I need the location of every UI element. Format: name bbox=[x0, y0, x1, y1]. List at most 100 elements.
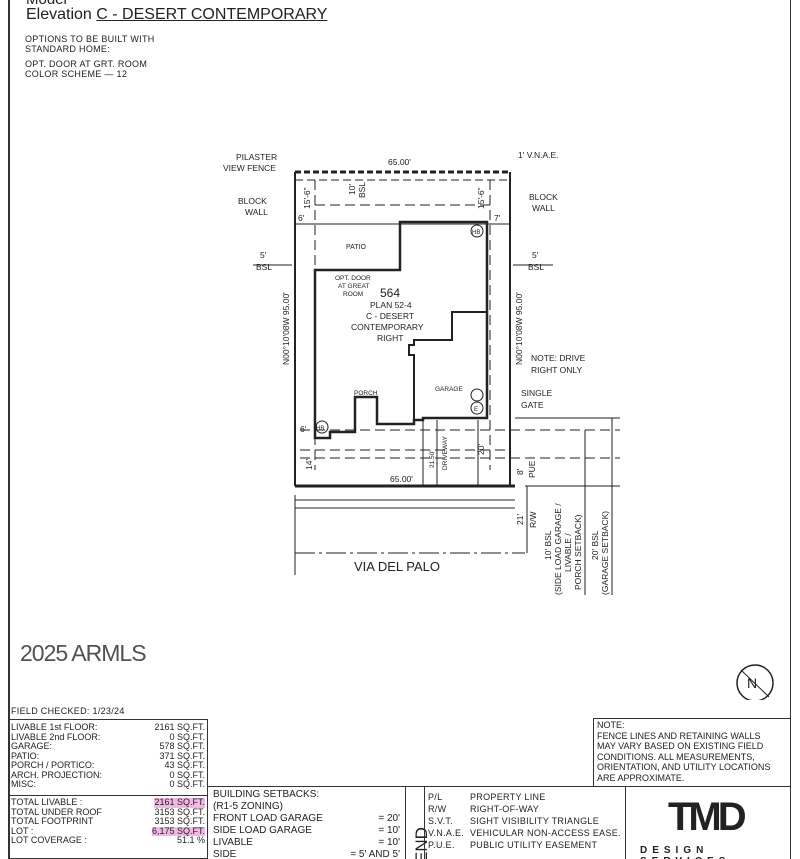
right-border bbox=[790, 0, 791, 720]
pilaster-label: PILASTER bbox=[236, 152, 277, 162]
legend-abbr: S.V.T. bbox=[428, 816, 453, 826]
row-label: TOTAL UNDER ROOF bbox=[11, 806, 102, 817]
plan-label: SINGLE bbox=[521, 388, 553, 398]
setback-row: FRONT LOAD GARAGE= 20' bbox=[213, 813, 400, 825]
plan-label: 15'-6" bbox=[302, 187, 312, 209]
options-heading: OPTIONS TO BE BUILT WITH STANDARD HOME: … bbox=[25, 34, 155, 79]
hose-bib-icon bbox=[470, 224, 484, 238]
legend-item: V.N.A.E. VEHICULAR NON-ACCESS EASE. bbox=[428, 827, 621, 839]
block-wall-label: BLOCK bbox=[238, 196, 267, 206]
plan-label: AT GREAT bbox=[338, 283, 369, 290]
area-row: MISC:0 SQ.FT. bbox=[11, 779, 205, 790]
setback-label: LIVABLE bbox=[213, 837, 253, 848]
legend-abbr: R/W bbox=[428, 804, 447, 814]
row-value: 0 SQ.FT. bbox=[169, 769, 205, 780]
legend-abbr: P.U.E. bbox=[428, 840, 455, 850]
setback-value: = 20' bbox=[378, 813, 400, 824]
top-width: 65.00' bbox=[388, 157, 411, 167]
totals-table: TOTAL LIVABLE :2161 SQ.FT.TOTAL UNDER RO… bbox=[8, 795, 208, 859]
row-label: LIVABLE 2nd FLOOR: bbox=[11, 731, 101, 742]
drive-note: NOTE: DRIVE bbox=[531, 353, 586, 363]
area-row: ARCH. PROJECTION:0 SQ.FT. bbox=[11, 769, 205, 781]
pilaster-label: VIEW FENCE bbox=[223, 163, 276, 173]
side-dim: 6' bbox=[298, 213, 305, 223]
row-label: TOTAL FOOTPRINT bbox=[11, 816, 94, 826]
area-row: LIVABLE 2nd FLOOR: 0 SQ.FT. bbox=[11, 731, 205, 743]
elevation-label: Elevation bbox=[26, 6, 92, 23]
plan-label: 20' BSL bbox=[590, 530, 600, 560]
plan-label: BSL bbox=[256, 262, 272, 272]
setback-label: SIDE LOAD GARAGE bbox=[213, 825, 312, 836]
setback-label: SIDE bbox=[213, 849, 237, 859]
row-value: 578 SQ.FT. bbox=[159, 741, 205, 751]
area-row: LOT :6,175 SQ.FT. bbox=[11, 825, 205, 836]
interior-wall bbox=[408, 311, 487, 420]
plan-label: HB bbox=[316, 426, 324, 432]
setback-value: = 5' AND 5' bbox=[350, 849, 400, 859]
north-label: N bbox=[747, 675, 757, 691]
garage-label: GARAGE bbox=[435, 386, 463, 393]
options-heading-line: STANDARD HOME: bbox=[25, 44, 111, 54]
row-label: PORCH / PORTICO: bbox=[11, 760, 95, 770]
left-border bbox=[8, 0, 10, 859]
plan-label: 10' bbox=[347, 184, 357, 195]
area-table: LIVABLE 1st FLOOR:2161 SQ.FT.LIVABLE 2nd… bbox=[8, 719, 208, 796]
row-label: GARAGE: bbox=[11, 741, 53, 751]
area-row: GARAGE: 578 SQ.FT. bbox=[11, 741, 205, 752]
company-logo: TMD DESIGN SERVICES bbox=[625, 786, 791, 859]
legend-text: SIGHT VISIBILITY TRIANGLE bbox=[470, 816, 600, 826]
plan-label: DRIVEWAY bbox=[442, 435, 449, 470]
plan-label: PUE bbox=[527, 460, 537, 478]
plan-label: 5' bbox=[532, 250, 539, 260]
legend-text: PUBLIC UTILITY EASEMENT bbox=[470, 840, 598, 850]
bottom-width: 65.00' bbox=[390, 474, 413, 484]
note-line: FENCE LINES AND RETAINING WALLS bbox=[597, 730, 761, 741]
front-14-dim: 14' bbox=[304, 459, 314, 470]
note-line: ORIENTATION, AND UTILITY LOCATIONS bbox=[597, 762, 771, 772]
plan-name: PLAN 52-4 bbox=[370, 300, 412, 310]
plan-label: GATE bbox=[521, 400, 544, 410]
plan-label: CONTEMPORARY bbox=[351, 322, 424, 332]
legend-abbr: V.N.A.E. bbox=[428, 828, 465, 838]
option-item: OPT. DOOR AT GRT. ROOM bbox=[25, 59, 148, 69]
row-value: 0 SQ.FT. bbox=[169, 779, 205, 789]
setbacks-zoning: (R1-5 ZONING) bbox=[213, 801, 283, 812]
plan-label: HB bbox=[472, 230, 480, 236]
setback-value: = 10' bbox=[378, 825, 400, 836]
row-label: LIVABLE 1st FLOOR: bbox=[11, 722, 98, 732]
plan-label: PORCH SETBACK) bbox=[573, 514, 583, 590]
plan-label: 20' bbox=[476, 444, 486, 455]
legend-text: PROPERTY LINE bbox=[470, 792, 546, 802]
house-footprint bbox=[313, 220, 489, 440]
note-line: ARE APPROXIMATE. bbox=[597, 772, 685, 783]
plan-label: ROOM bbox=[343, 291, 363, 298]
plan-label: 6' bbox=[300, 424, 307, 434]
area-row: PATIO:371 SQ.FT. bbox=[11, 750, 205, 762]
right-bearing: N00°10'08W 95.00' bbox=[514, 292, 524, 365]
plan-label: OPT. DOOR bbox=[335, 275, 371, 282]
plan-label: 15'-6" bbox=[476, 187, 486, 209]
plan-label: LIVABLE / bbox=[563, 533, 573, 572]
plan-label: 21.50' bbox=[429, 450, 436, 468]
patio-label: PATIO bbox=[346, 244, 367, 251]
row-label: PATIO: bbox=[11, 750, 40, 761]
legend-item: S.V.T. SIGHT VISIBILITY TRIANGLE bbox=[428, 815, 621, 827]
plan-label: BSL bbox=[357, 182, 367, 198]
plan-label: RIGHT bbox=[377, 333, 403, 343]
row-value: 0 SQ.FT. bbox=[169, 731, 205, 742]
plan-line bbox=[740, 669, 770, 698]
area-row: LOT COVERAGE :51.1 % bbox=[11, 835, 205, 846]
watermark: 2025 ARMLS bbox=[20, 640, 147, 666]
lot-number: 564 bbox=[380, 286, 400, 300]
area-row: TOTAL LIVABLE :2161 SQ.FT. bbox=[11, 797, 205, 808]
legend-text: VEHICULAR NON-ACCESS EASE. bbox=[470, 828, 621, 838]
setback-row: SIDE LOAD GARAGE = 10' bbox=[213, 825, 400, 837]
side-dim: 7' bbox=[494, 213, 501, 223]
row-value: 6,175 SQ.FT. bbox=[151, 825, 205, 836]
note-title: NOTE: bbox=[597, 720, 625, 730]
